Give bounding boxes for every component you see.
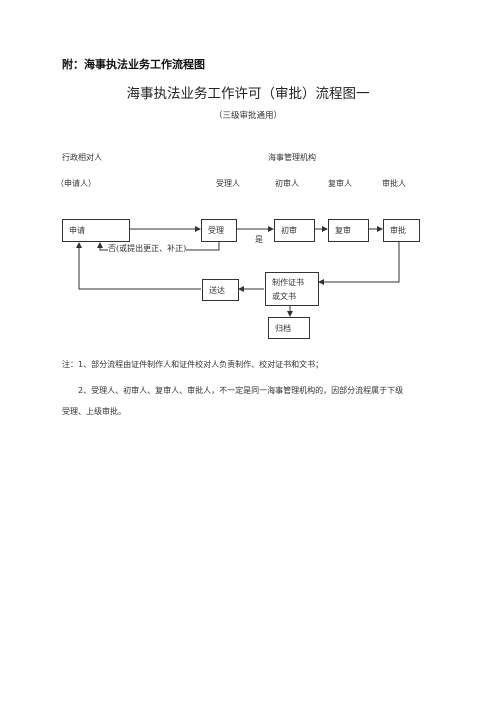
apply-label: 申请 bbox=[69, 226, 85, 235]
document-heading: 附：海事执法业务工作流程图 bbox=[62, 58, 205, 71]
first-review-label: 初审 bbox=[281, 226, 297, 235]
accept-label: 受理 bbox=[208, 226, 224, 235]
archive-label: 归档 bbox=[275, 324, 291, 333]
make-cert-box: 制作证书 或文书 bbox=[265, 272, 319, 306]
no-label: 否(或提出更正、补正) bbox=[108, 243, 187, 254]
party-right-label: 海事管理机构 bbox=[268, 153, 316, 162]
role-acceptor: 受理人 bbox=[216, 179, 240, 188]
make-cert-label-1: 制作证书 bbox=[272, 278, 304, 287]
arrow-approve-to-make-cert bbox=[318, 241, 400, 285]
note-2-line-1: 2、受理人、初审人、复审人、审批人，不一定是同一海事管理机构的，因部分流程属于下… bbox=[78, 386, 404, 395]
yes-label: 是 bbox=[255, 235, 263, 244]
flowchart-title: 海事执法业务工作许可（审批）流程图一 bbox=[126, 86, 370, 102]
party-left-label: 行政相对人 bbox=[62, 153, 102, 162]
apply-box: 申请 bbox=[62, 219, 130, 242]
role-first-reviewer: 初审人 bbox=[275, 179, 299, 188]
flowchart-subtitle: （三级审批通用） bbox=[213, 111, 282, 121]
approve-label: 审批 bbox=[390, 226, 406, 235]
archive-box: 归档 bbox=[268, 317, 310, 339]
note-1: 注：1、部分流程由证件制作人和证件校对人负责制作、校对证书和文书； bbox=[62, 360, 324, 369]
second-review-label: 复审 bbox=[335, 226, 351, 235]
arrow-deliver-to-apply bbox=[76, 242, 201, 290]
approve-box: 审批 bbox=[383, 219, 420, 242]
second-review-box: 复审 bbox=[328, 219, 369, 242]
deliver-label: 送达 bbox=[209, 286, 225, 295]
party-left-sub: （申请人） bbox=[56, 179, 96, 188]
first-review-box: 初审 bbox=[274, 219, 315, 242]
accept-box: 受理 bbox=[201, 219, 237, 242]
role-second-reviewer: 复审人 bbox=[328, 179, 352, 188]
deliver-box: 送达 bbox=[202, 279, 239, 301]
note-2-line-2: 受理、上级审批。 bbox=[62, 407, 126, 416]
make-cert-label-2: 或文书 bbox=[272, 292, 296, 301]
role-approver: 审批人 bbox=[382, 179, 406, 188]
